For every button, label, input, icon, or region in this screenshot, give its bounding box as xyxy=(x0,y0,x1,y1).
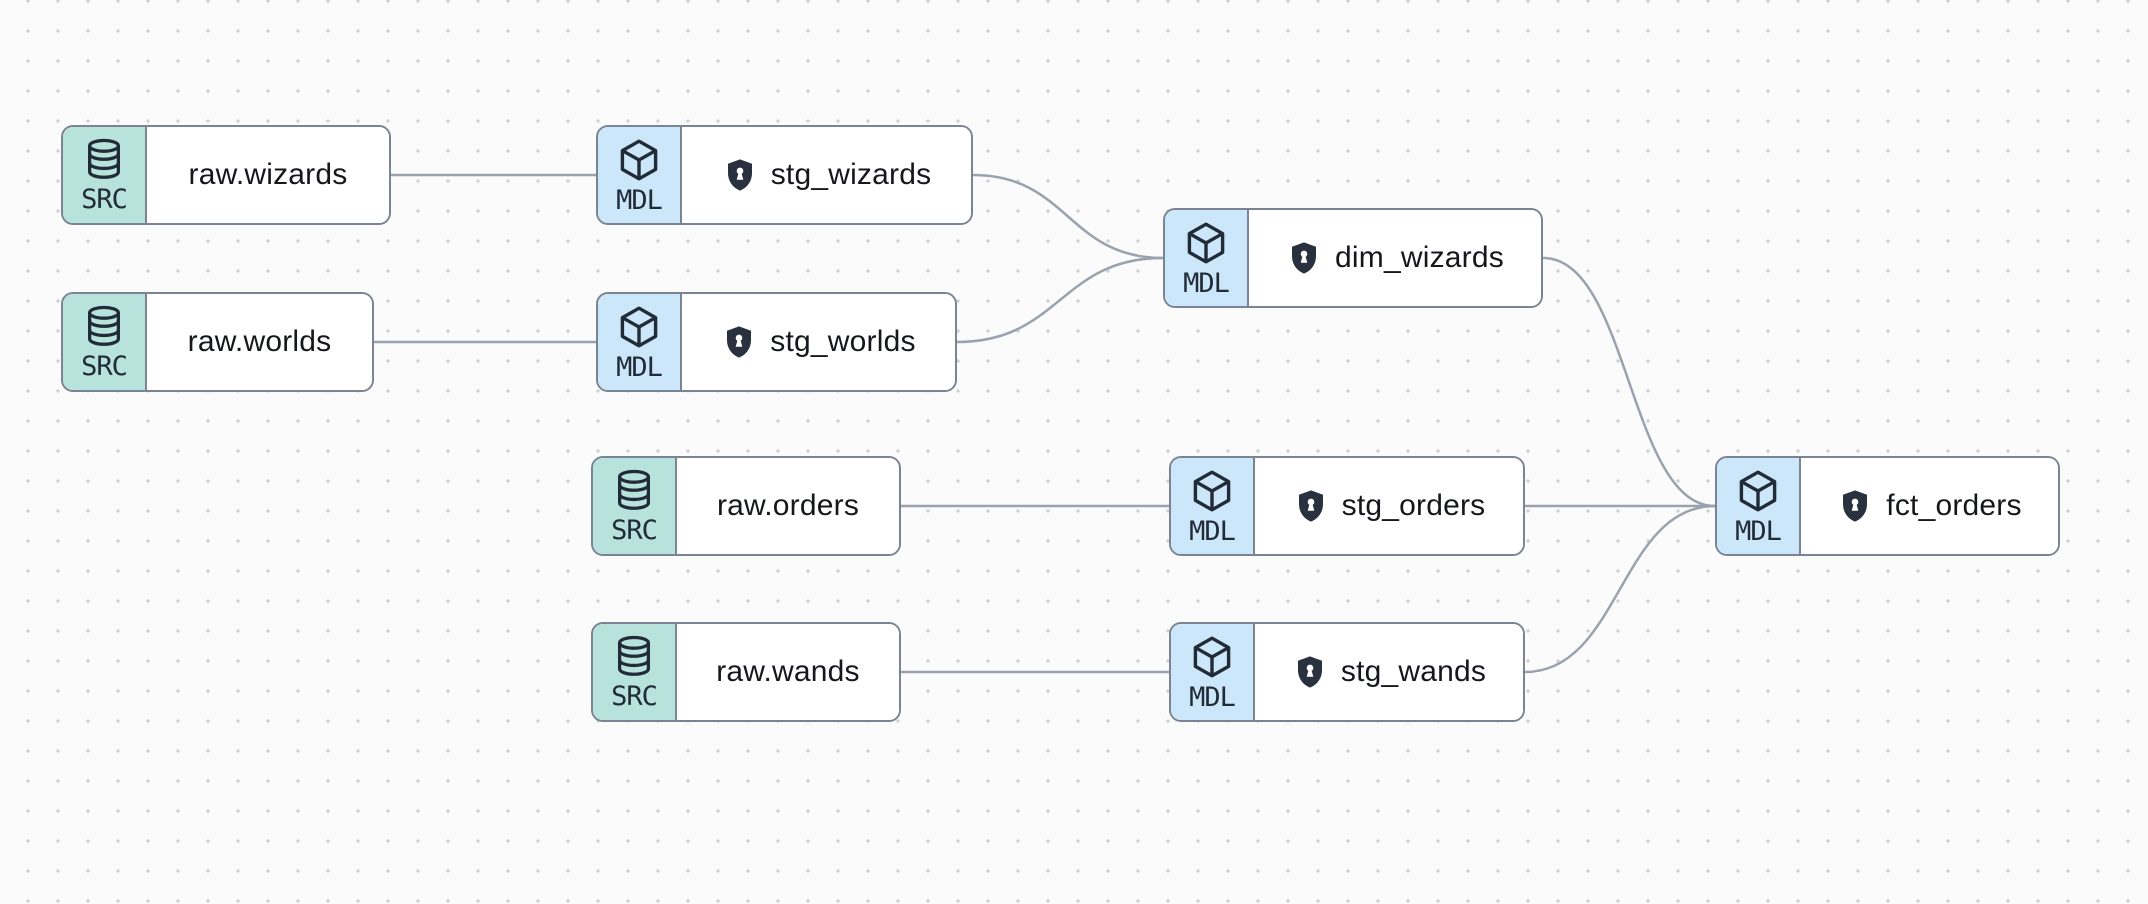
node-label: stg_wizards xyxy=(770,158,932,191)
shield-lock-icon xyxy=(1293,487,1329,525)
database-icon xyxy=(81,137,127,183)
node-stg-wizards[interactable]: MDL stg_wizards xyxy=(596,125,973,225)
node-raw-wizards[interactable]: SRC raw.wizards xyxy=(61,125,391,225)
node-label: stg_wands xyxy=(1340,655,1487,688)
model-type-badge: MDL xyxy=(1171,624,1255,720)
edge-stg-wands-to-fct-orders xyxy=(1524,504,1716,674)
model-type-badge: MDL xyxy=(1165,210,1249,306)
badge-label: MDL xyxy=(1735,516,1782,547)
model-type-badge: MDL xyxy=(1717,458,1801,554)
model-type-badge: MDL xyxy=(1171,458,1255,554)
node-body: raw.worlds xyxy=(147,294,372,390)
node-stg-worlds[interactable]: MDL stg_worlds xyxy=(596,292,957,392)
node-stg-orders[interactable]: MDL stg_orders xyxy=(1169,456,1525,556)
node-body: fct_orders xyxy=(1801,458,2058,554)
badge-label: MDL xyxy=(616,352,663,383)
node-dim-wizards[interactable]: MDL dim_wizards xyxy=(1163,208,1543,308)
badge-label: MDL xyxy=(1183,268,1230,299)
node-raw-worlds[interactable]: SRC raw.worlds xyxy=(61,292,374,392)
badge-label: MDL xyxy=(1189,682,1236,713)
badge-label: SRC xyxy=(81,184,128,215)
node-label: stg_orders xyxy=(1341,489,1486,522)
node-label: raw.wands xyxy=(716,655,860,688)
edge-dim-wizards-to-fct-orders xyxy=(1542,256,1716,508)
source-type-badge: SRC xyxy=(593,624,677,720)
node-label: raw.orders xyxy=(716,489,860,522)
model-type-badge: MDL xyxy=(598,294,682,390)
node-body: raw.wizards xyxy=(147,127,389,223)
node-stg-wands[interactable]: MDL stg_wands xyxy=(1169,622,1525,722)
node-raw-orders[interactable]: SRC raw.orders xyxy=(591,456,901,556)
source-type-badge: SRC xyxy=(63,294,147,390)
shield-lock-icon xyxy=(1286,239,1322,277)
database-icon xyxy=(611,634,657,680)
badge-label: SRC xyxy=(611,681,658,712)
shield-lock-icon xyxy=(1837,487,1873,525)
cube-icon xyxy=(1182,219,1230,267)
badge-label: MDL xyxy=(616,185,663,216)
shield-lock-icon xyxy=(1292,653,1328,691)
database-icon xyxy=(611,468,657,514)
model-type-badge: MDL xyxy=(598,127,682,223)
cube-icon xyxy=(615,303,663,351)
node-raw-wands[interactable]: SRC raw.wands xyxy=(591,622,901,722)
node-body: stg_worlds xyxy=(682,294,955,390)
node-body: raw.orders xyxy=(677,458,899,554)
node-label: raw.worlds xyxy=(187,325,332,358)
cube-icon xyxy=(615,136,663,184)
node-label: raw.wizards xyxy=(188,158,348,191)
node-label: fct_orders xyxy=(1886,489,2022,522)
node-label: stg_worlds xyxy=(770,325,916,358)
source-type-badge: SRC xyxy=(593,458,677,554)
badge-label: MDL xyxy=(1189,516,1236,547)
node-fct-orders[interactable]: MDL fct_orders xyxy=(1715,456,2060,556)
edge-stg-worlds-to-dim-wizards xyxy=(956,256,1164,344)
node-body: raw.wands xyxy=(677,624,899,720)
shield-lock-icon xyxy=(722,156,758,194)
cube-icon xyxy=(1188,467,1236,515)
source-type-badge: SRC xyxy=(63,127,147,223)
node-body: dim_wizards xyxy=(1249,210,1541,306)
badge-label: SRC xyxy=(611,515,658,546)
cube-icon xyxy=(1734,467,1782,515)
node-body: stg_wizards xyxy=(682,127,971,223)
node-body: stg_orders xyxy=(1255,458,1523,554)
node-label: dim_wizards xyxy=(1335,241,1504,274)
shield-lock-icon xyxy=(721,323,757,361)
node-body: stg_wands xyxy=(1255,624,1523,720)
edge-stg-wizards-to-dim-wizards xyxy=(972,173,1164,260)
database-icon xyxy=(81,304,127,350)
badge-label: SRC xyxy=(81,351,128,382)
cube-icon xyxy=(1188,633,1236,681)
